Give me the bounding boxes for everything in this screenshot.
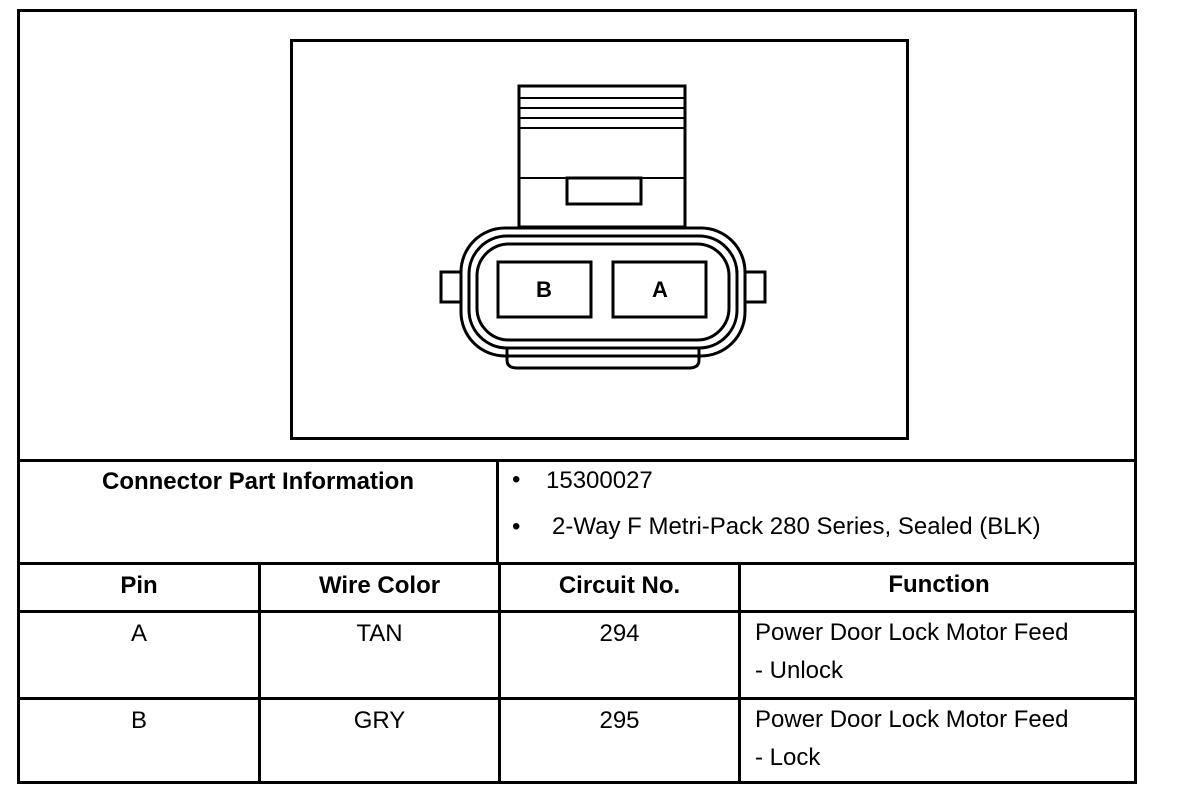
header-pin: Pin	[120, 572, 158, 599]
info-bottom-border	[17, 562, 1137, 565]
connector-face-drawing: B A	[439, 84, 767, 370]
col-divider-3	[738, 562, 741, 784]
connector-housing-inner	[467, 234, 739, 350]
col-divider-2	[498, 562, 501, 784]
circuit-cell: 294	[599, 620, 640, 647]
info-divider	[496, 459, 499, 565]
pin-cell: A	[130, 620, 147, 647]
header-circuit-no: Circuit No.	[558, 572, 681, 599]
function-cell-line1: Power Door Lock Motor Feed	[755, 619, 1069, 646]
function-cell-line1: Power Door Lock Motor Feed	[755, 706, 1069, 733]
pin-label-a: A	[652, 277, 668, 302]
function-cell-line2: - Lock	[755, 744, 821, 771]
diagram-frame	[17, 9, 1137, 784]
connector-bottom-lip	[505, 348, 701, 370]
connector-ear-right	[743, 270, 767, 304]
circuit-cell: 295	[599, 707, 640, 734]
wire-color-cell: TAN	[356, 620, 403, 647]
pin-cell: B	[130, 707, 147, 734]
pin-label-b: B	[536, 277, 552, 302]
header-bottom-border	[17, 610, 1137, 613]
function-cell-line2: - Unlock	[755, 657, 844, 684]
wire-color-cell: GRY	[353, 707, 406, 734]
part-number: 15300027	[546, 467, 653, 494]
connector-latch-tab	[565, 176, 643, 206]
connector-part-info-label: Connector Part Information	[101, 468, 414, 495]
header-function: Function	[888, 571, 990, 598]
col-divider-1	[258, 562, 261, 784]
row-divider	[17, 697, 1137, 700]
part-description: 2-Way F Metri-Pack 280 Series, Sealed (B…	[552, 513, 1041, 540]
connector-ear-left	[439, 270, 463, 304]
bullet-2: •	[512, 513, 521, 540]
connector-housing-outer	[459, 226, 747, 358]
header-wire-color: Wire Color	[318, 572, 441, 599]
pin-cavity-b	[496, 260, 593, 319]
connector-illustration-box: B A	[290, 39, 909, 440]
table-top-border	[17, 459, 1137, 462]
bullet-1: •	[512, 466, 521, 493]
pin-cavity-a	[611, 260, 708, 319]
